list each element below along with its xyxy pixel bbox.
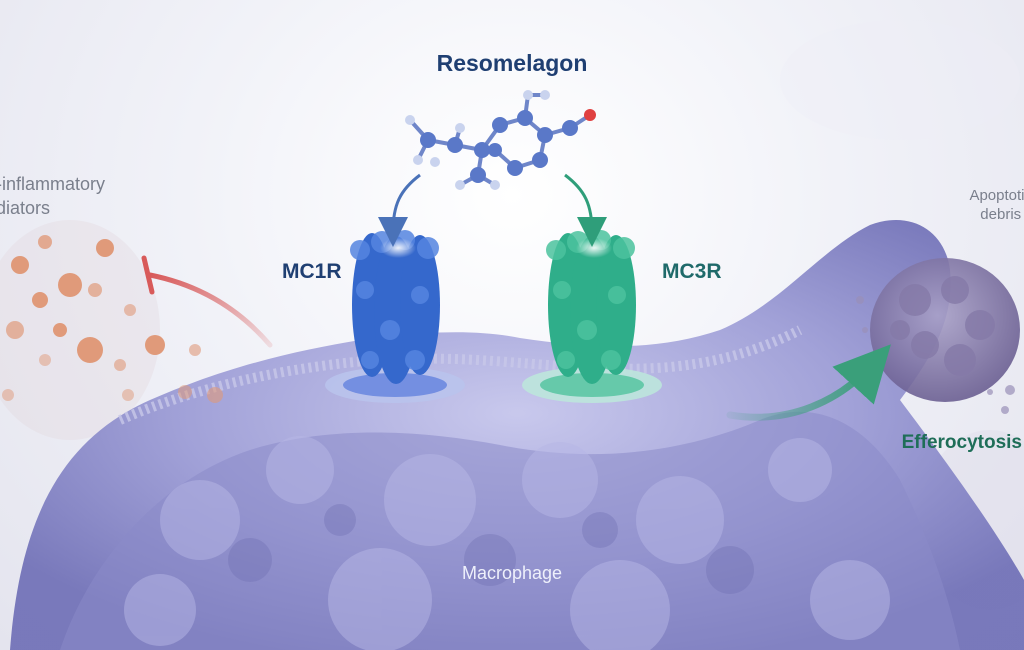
mediator-particles <box>2 235 223 403</box>
apoptotic-debris <box>856 258 1020 414</box>
compound-title: Resomelagon <box>436 50 588 76</box>
binding-arrow-mc3r <box>564 173 607 247</box>
macrophage-cell <box>10 220 1024 650</box>
mc3r-label: MC3R <box>662 260 722 283</box>
inhibition-arrow-bar <box>141 255 155 295</box>
apoptotic-debris-label: Apoptotic debris <box>969 187 1024 223</box>
mc1r-receptor <box>325 230 465 403</box>
pro-inflammatory-label: o-inflammatory ediators <box>0 174 106 218</box>
efferocytosis-label: Efferocytosis <box>901 432 1022 453</box>
mc3r-receptor <box>522 230 662 403</box>
macrophage-label: Macrophage <box>461 563 563 583</box>
binding-arrow-mc1r <box>378 173 421 247</box>
resomelagon-molecule <box>405 90 596 190</box>
mc1r-label: MC1R <box>282 260 342 283</box>
inhibition-arrow <box>147 272 273 348</box>
efferocytosis-arrow <box>726 344 891 421</box>
